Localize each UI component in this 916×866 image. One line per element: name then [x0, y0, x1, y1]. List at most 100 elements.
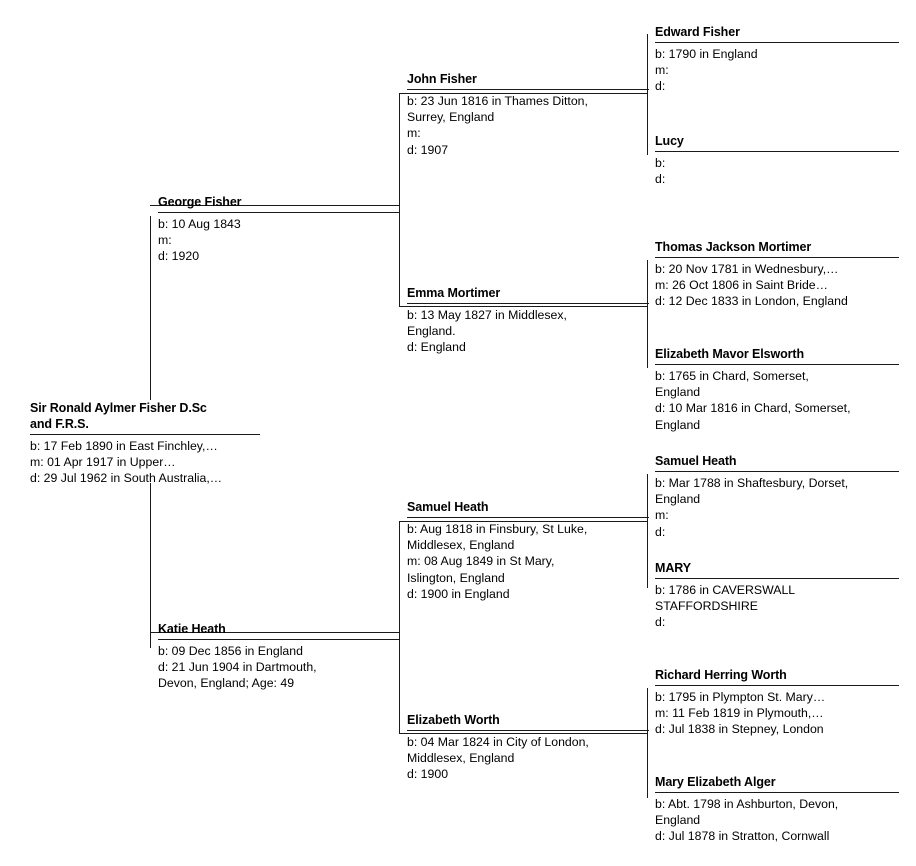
person-name: Sir Ronald Aylmer Fisher D.Sc and F.R.S. — [30, 401, 207, 431]
person-name: Edward Fisher — [655, 25, 740, 39]
fact-death: d: 10 Mar 1816 in Chard, Somerset, Engla… — [655, 401, 851, 432]
person-name: Samuel Heath — [407, 500, 489, 514]
person-card-maternal-grandmother[interactable]: Elizabeth Worth b: 04 Mar 1824 in City o… — [399, 712, 649, 783]
fact-death: d: — [655, 79, 666, 94]
name-rule — [407, 730, 649, 731]
person-facts: b: 20 Nov 1781 in Wednesbury,… m: 26 Oct… — [647, 258, 899, 310]
person-facts: b: 13 May 1827 in Middlesex, England. d:… — [399, 304, 649, 356]
person-facts: b: 1790 in England m: d: — [647, 43, 899, 95]
fact-marriage: m: — [158, 233, 172, 248]
person-card-ggf-1[interactable]: Edward Fisher b: 1790 in England m: d: — [647, 24, 899, 95]
person-card-ggf-4[interactable]: Richard Herring Worth b: 1795 in Plympto… — [647, 667, 899, 738]
name-rule — [655, 257, 899, 258]
person-name: Richard Herring Worth — [655, 668, 787, 682]
person-facts: b: Mar 1788 in Shaftesbury, Dorset, Engl… — [647, 472, 899, 540]
connector-ggp-pair-2 — [647, 260, 648, 368]
connector-ggp-pair-4 — [647, 688, 648, 798]
fact-death: d: — [655, 172, 666, 187]
person-name: Lucy — [655, 134, 684, 148]
person-facts: b: 1765 in Chard, Somerset, England d: 1… — [647, 365, 899, 433]
connector-root-father — [150, 216, 151, 400]
connector-stub-father — [150, 205, 400, 206]
person-facts: b: 1786 in CAVERSWALL STAFFORDSHIRE d: — [647, 579, 899, 631]
fact-death: d: England — [407, 340, 466, 355]
name-rule — [158, 212, 400, 213]
fact-marriage: m: 01 Apr 1917 in Upper… — [30, 455, 176, 470]
fact-marriage: m: 11 Feb 1819 in Plymouth,… — [655, 706, 824, 721]
connector-ggp-pair-3 — [647, 474, 648, 588]
fact-birth: b: 1765 in Chard, Somerset, England — [655, 369, 809, 400]
connector-root-mother — [150, 483, 151, 648]
fact-death: d: — [655, 615, 666, 630]
name-rule — [655, 42, 899, 43]
person-facts: b: 09 Dec 1856 in England d: 21 Jun 1904… — [150, 640, 400, 692]
fact-birth: b: 1790 in England — [655, 47, 758, 61]
name-rule — [655, 685, 899, 686]
person-card-root[interactable]: Sir Ronald Aylmer Fisher D.Sc and F.R.S.… — [30, 400, 260, 487]
person-card-mother[interactable]: Katie Heath b: 09 Dec 1856 in England d:… — [150, 621, 400, 692]
fact-marriage: m: 08 Aug 1849 in St Mary, Islington, En… — [407, 554, 555, 585]
person-name: John Fisher — [407, 72, 477, 86]
name-rule — [407, 517, 649, 518]
connector-stub-mother — [150, 632, 400, 633]
fact-birth: b: 1795 in Plympton St. Mary… — [655, 690, 826, 704]
name-rule — [158, 639, 400, 640]
fact-death: d: 1900 in England — [407, 586, 510, 601]
person-facts: b: 10 Aug 1843 m: d: 1920 — [150, 213, 400, 265]
name-rule — [407, 89, 649, 90]
person-card-ggm-4[interactable]: Mary Elizabeth Alger b: Abt. 1798 in Ash… — [647, 774, 899, 845]
person-card-paternal-grandmother[interactable]: Emma Mortimer b: 13 May 1827 in Middlese… — [399, 285, 649, 356]
connector-stub-ggp-4 — [399, 733, 648, 734]
person-card-ggm-1[interactable]: Lucy b: d: — [647, 133, 899, 187]
person-name: Emma Mortimer — [407, 286, 501, 300]
fact-death: d: Jul 1878 in Stratton, Cornwall — [655, 829, 830, 844]
person-card-ggf-2[interactable]: Thomas Jackson Mortimer b: 20 Nov 1781 i… — [647, 239, 899, 310]
fact-birth: b: 23 Jun 1816 in Thames Ditton, Surrey,… — [407, 94, 588, 125]
person-name: Elizabeth Worth — [407, 713, 500, 727]
person-card-paternal-grandfather[interactable]: John Fisher b: 23 Jun 1816 in Thames Dit… — [399, 71, 649, 158]
person-facts: b: 1795 in Plympton St. Mary… m: 11 Feb … — [647, 686, 899, 738]
person-name: Mary Elizabeth Alger — [655, 775, 776, 789]
person-name: Katie Heath — [158, 622, 226, 636]
name-rule — [655, 364, 899, 365]
fact-birth: b: 09 Dec 1856 in England — [158, 644, 303, 658]
fact-marriage: m: — [407, 126, 421, 141]
fact-birth: b: — [655, 156, 666, 170]
person-facts: b: 17 Feb 1890 in East Finchley,… m: 01 … — [30, 435, 260, 487]
person-facts: b: 04 Mar 1824 in City of London, Middle… — [399, 731, 649, 783]
fact-birth: b: Aug 1818 in Finsbury, St Luke, Middle… — [407, 522, 588, 553]
person-card-father[interactable]: George Fisher b: 10 Aug 1843 m: d: 1920 — [150, 194, 400, 265]
fact-marriage: m: — [655, 508, 669, 523]
name-rule — [655, 151, 899, 152]
connector-stub-ggp-3 — [399, 521, 648, 522]
connector-stub-ggp-1 — [399, 93, 648, 94]
fact-death: d: Jul 1838 in Stepney, London — [655, 722, 824, 737]
person-card-ggm-2[interactable]: Elizabeth Mavor Elsworth b: 1765 in Char… — [647, 346, 899, 433]
name-rule — [655, 792, 899, 793]
person-name: Elizabeth Mavor Elsworth — [655, 347, 805, 361]
person-card-maternal-grandfather[interactable]: Samuel Heath b: Aug 1818 in Finsbury, St… — [399, 499, 649, 602]
fact-birth: b: 13 May 1827 in Middlesex, England. — [407, 308, 567, 339]
fact-birth: b: 1786 in CAVERSWALL STAFFORDSHIRE — [655, 583, 796, 614]
fact-death: d: 1900 — [407, 767, 449, 782]
person-facts: b: 23 Jun 1816 in Thames Ditton, Surrey,… — [399, 90, 649, 158]
fact-death: d: — [655, 524, 666, 539]
person-name: MARY — [655, 561, 691, 575]
person-card-ggf-3[interactable]: Samuel Heath b: Mar 1788 in Shaftesbury,… — [647, 453, 899, 540]
person-card-ggm-3[interactable]: MARY b: 1786 in CAVERSWALL STAFFORDSHIRE… — [647, 560, 899, 631]
fact-birth: b: Mar 1788 in Shaftesbury, Dorset, Engl… — [655, 476, 849, 507]
fact-death: d: 29 Jul 1962 in South Australia,… — [30, 471, 223, 486]
name-rule — [30, 434, 260, 435]
person-name: Samuel Heath — [655, 454, 737, 468]
fact-birth: b: 10 Aug 1843 — [158, 217, 241, 231]
person-facts: b: d: — [647, 152, 899, 187]
connector-stub-ggp-2 — [399, 306, 648, 307]
name-rule — [655, 471, 899, 472]
connector-father-parents — [399, 93, 400, 306]
person-name: George Fisher — [158, 195, 242, 209]
fact-death: d: 1907 — [407, 142, 449, 157]
person-facts: b: Abt. 1798 in Ashburton, Devon, Englan… — [647, 793, 899, 845]
fact-birth: b: 17 Feb 1890 in East Finchley,… — [30, 439, 218, 453]
name-rule — [407, 303, 649, 304]
